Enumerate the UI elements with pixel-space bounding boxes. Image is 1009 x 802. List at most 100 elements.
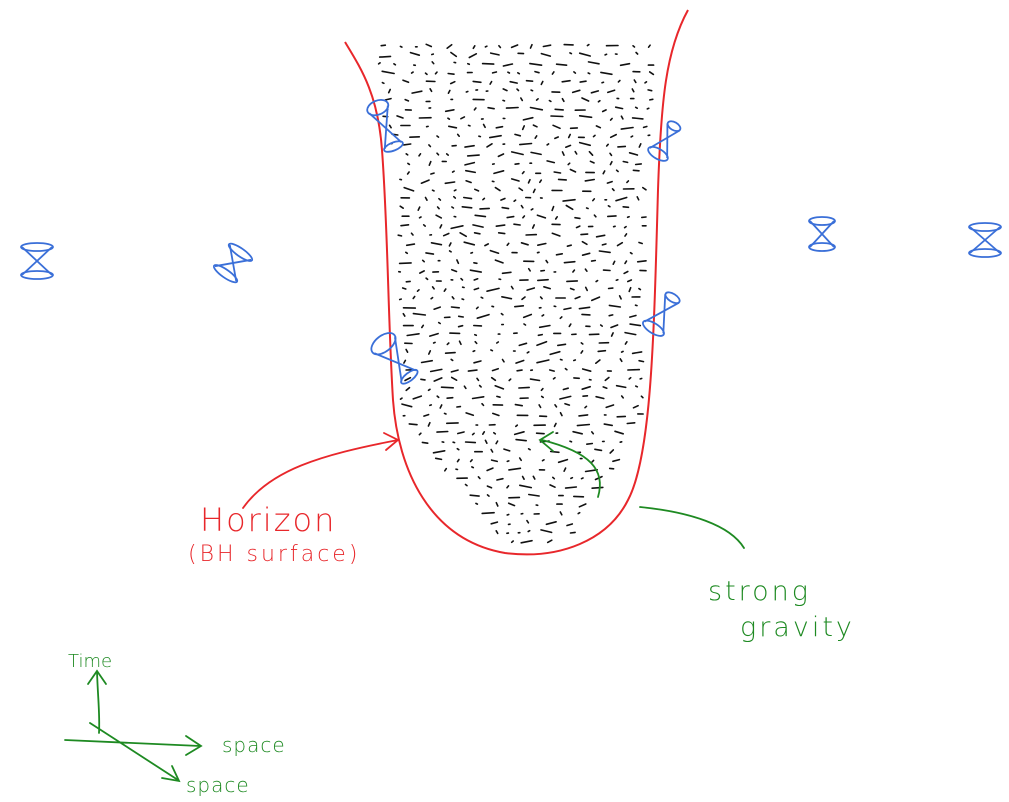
speckle-mark [548, 540, 552, 542]
speckle-mark [583, 253, 590, 255]
speckle-mark [628, 280, 632, 282]
speckle-mark [566, 145, 571, 147]
speckle-mark [401, 225, 409, 226]
speckle-mark [495, 386, 503, 389]
speckle-mark [603, 110, 606, 112]
speckle-mark [426, 278, 428, 279]
speckle-mark [424, 415, 429, 417]
speckle-mark [594, 135, 596, 136]
speckle-mark [405, 378, 410, 381]
speckle-mark [581, 234, 588, 235]
speckle-mark [433, 190, 435, 191]
speckle-mark [483, 64, 494, 65]
speckle-mark [490, 82, 492, 85]
speckle-mark [503, 100, 505, 101]
speckle-mark [557, 254, 563, 255]
speckle-mark [466, 413, 473, 415]
speckle-mark [440, 405, 442, 408]
speckle-mark [569, 324, 571, 326]
speckle-mark [518, 73, 520, 74]
speckle-mark [509, 503, 515, 505]
speckle-mark [625, 342, 627, 344]
time-axis [97, 672, 99, 733]
speckle-mark [482, 404, 484, 406]
speckle-mark [607, 182, 612, 184]
speckle-mark [636, 164, 642, 165]
speckle-mark [437, 153, 439, 155]
speckle-mark [454, 190, 456, 191]
horizon-label: Horizon [200, 501, 336, 539]
speckle-mark [451, 370, 458, 372]
speckle-mark [531, 90, 533, 91]
speckle-mark [608, 206, 610, 207]
speckle-mark [633, 352, 642, 354]
speckle-mark [613, 460, 620, 462]
speckle-mark [515, 134, 520, 135]
space-axis-diag-label: space [186, 773, 250, 797]
speckle-mark [470, 495, 479, 496]
speckle-mark [519, 343, 526, 345]
speckle-mark [605, 378, 609, 381]
speckle-mark [380, 56, 391, 57]
speckle-mark [534, 189, 536, 192]
speckle-mark [636, 386, 638, 387]
speckle-mark [457, 260, 459, 263]
speckle-mark [419, 154, 421, 156]
speckle-mark [460, 233, 466, 237]
speckle-mark [520, 458, 522, 460]
speckle-mark [434, 307, 440, 309]
speckle-mark [487, 288, 499, 291]
speckle-mark [538, 244, 546, 246]
speckle-mark [457, 449, 459, 450]
speckle-mark [555, 109, 563, 110]
speckle-mark [585, 269, 587, 271]
speckle-mark [496, 441, 498, 444]
speckle-mark [621, 64, 630, 66]
speckle-mark [596, 126, 600, 128]
speckle-mark [389, 90, 391, 93]
speckle-mark [641, 396, 643, 398]
speckle-mark [509, 468, 521, 470]
speckle-mark [496, 531, 498, 534]
speckle-mark [573, 270, 575, 272]
speckle-mark [592, 432, 594, 434]
speckle-mark [515, 306, 524, 307]
speckle-mark [464, 386, 466, 388]
speckle-mark [446, 353, 456, 354]
speckle-mark [466, 442, 476, 443]
speckle-mark [631, 253, 633, 254]
speckle-mark [611, 325, 618, 328]
speckle-mark [529, 449, 531, 450]
speckle-mark [497, 396, 500, 397]
speckle-mark [507, 217, 514, 218]
speckle-mark [460, 341, 462, 344]
speckle-mark [474, 288, 478, 289]
speckle-mark [406, 350, 408, 353]
speckle-mark [583, 369, 591, 371]
speckle-mark [555, 424, 557, 427]
speckle-mark [565, 369, 567, 370]
speckle-mark [602, 244, 606, 245]
speckle-mark [607, 144, 609, 146]
speckle-mark [616, 280, 618, 281]
speckle-mark [565, 404, 569, 405]
speckle-mark [543, 460, 545, 461]
speckle-mark [625, 261, 627, 263]
speckle-mark [570, 170, 575, 172]
speckle-mark [633, 118, 643, 119]
speckle-mark [438, 207, 440, 209]
speckle-mark [571, 478, 573, 479]
speckle-mark [437, 396, 439, 397]
speckle-mark [413, 297, 415, 299]
speckle-mark [612, 333, 614, 336]
speckle-mark [541, 389, 543, 391]
speckle-mark [581, 351, 583, 353]
speckle-mark [618, 81, 620, 82]
speckle-mark [537, 342, 547, 346]
speckle-mark [582, 478, 584, 479]
speckle-mark [408, 172, 410, 174]
speckle-mark [422, 442, 427, 443]
speckle-mark [434, 451, 445, 453]
speckle-mark [492, 460, 498, 461]
speckle-mark [491, 522, 497, 524]
